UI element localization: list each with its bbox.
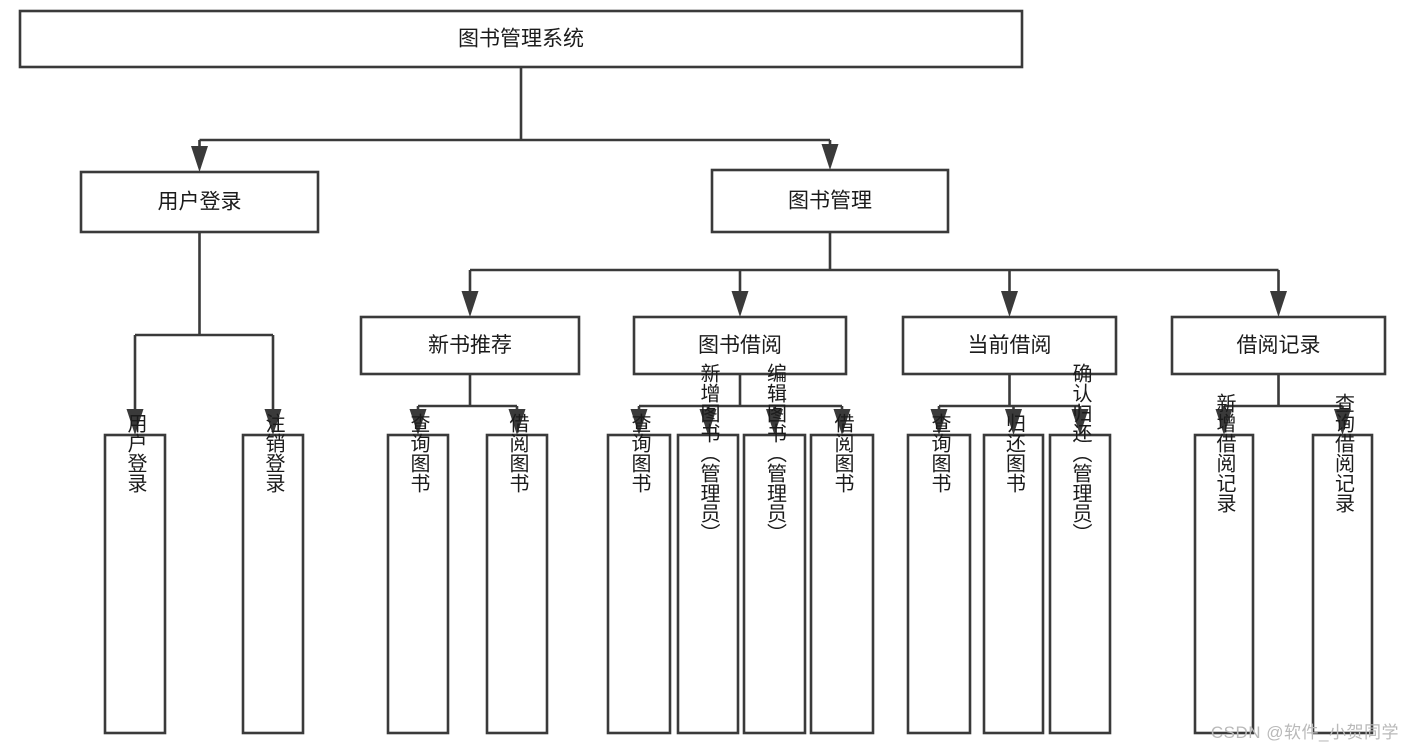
node-leaf-nb-query[interactable]: 查询图书	[386, 413, 450, 735]
node-leaf-cb-return[interactable]: 归还图书	[982, 413, 1045, 735]
node-leaf-bb-add[interactable]: 新增图书（管理员）	[676, 363, 740, 735]
node-l3-records[interactable]: 借阅记录	[1170, 315, 1387, 376]
node-leaf-nb-borrow[interactable]: 借阅图书	[485, 413, 549, 735]
node-label: 用户登录	[124, 413, 147, 493]
node-label: 新增借阅记录	[1213, 393, 1236, 513]
node-root[interactable]: 图书管理系统	[18, 9, 1024, 69]
node-label: 查询借阅记录	[1332, 393, 1355, 513]
node-leaf-bb-edit[interactable]: 编辑图书（管理员）	[742, 363, 807, 735]
arrow-head-icon	[126, 409, 144, 435]
node-l3-new-book[interactable]: 新书推荐	[359, 315, 581, 376]
arrow-head-icon	[1270, 291, 1287, 317]
node-l2-user-login[interactable]: 用户登录	[79, 170, 320, 234]
node-box[interactable]	[241, 433, 305, 735]
node-label: 注销登录	[262, 413, 285, 493]
node-box[interactable]	[1170, 315, 1387, 376]
node-leaf-user-login[interactable]: 用户登录	[103, 413, 167, 735]
node-leaf-cb-query[interactable]: 查询图书	[906, 413, 972, 735]
node-l3-borrow[interactable]: 图书借阅	[632, 315, 848, 376]
arrow-head-icon	[508, 409, 526, 435]
arrow-head-icon	[731, 291, 749, 317]
arrow-head-icon	[264, 409, 282, 435]
arrow-head-icon	[766, 409, 783, 435]
node-box[interactable]	[79, 170, 320, 234]
node-leaf-bb-query[interactable]: 查询图书	[606, 413, 672, 735]
arrow-head-icon	[1215, 409, 1233, 435]
arrow-head-icon	[1005, 409, 1022, 435]
node-box[interactable]	[103, 433, 167, 735]
node-box[interactable]	[742, 433, 807, 735]
node-label: 确认归还（管理员）	[1069, 363, 1092, 543]
node-leaf-bb-borrow[interactable]: 借阅图书	[809, 413, 875, 735]
node-l3-current[interactable]: 当前借阅	[901, 315, 1118, 376]
node-box[interactable]	[982, 433, 1045, 735]
node-label: 图书管理	[788, 190, 872, 213]
node-label: 新增图书（管理员）	[697, 363, 720, 543]
node-box[interactable]	[632, 315, 848, 376]
node-label: 用户登录	[158, 191, 242, 214]
edges-layer	[126, 67, 1351, 435]
node-box[interactable]	[809, 433, 875, 735]
arrow-head-icon	[409, 409, 427, 435]
node-box[interactable]	[485, 433, 549, 735]
node-leaf-rec-query[interactable]: 查询借阅记录	[1311, 393, 1374, 735]
node-box[interactable]	[710, 168, 950, 234]
node-box[interactable]	[18, 9, 1024, 69]
node-box[interactable]	[1311, 433, 1374, 735]
node-box[interactable]	[606, 433, 672, 735]
node-label: 图书管理系统	[458, 28, 584, 51]
node-label: 编辑图书（管理员）	[764, 363, 787, 543]
node-leaf-cb-confirm[interactable]: 确认归还（管理员）	[1048, 363, 1112, 735]
arrow-head-icon	[821, 144, 839, 170]
node-box[interactable]	[386, 433, 450, 735]
node-label: 新书推荐	[428, 334, 512, 357]
node-label: 借阅图书	[506, 413, 529, 493]
node-label: 查询图书	[407, 413, 430, 493]
node-label: 当前借阅	[968, 334, 1052, 357]
arrow-head-icon	[833, 409, 851, 435]
node-box[interactable]	[1193, 433, 1255, 735]
node-box[interactable]	[676, 433, 740, 735]
node-l2-book-manage[interactable]: 图书管理	[710, 168, 950, 234]
node-box[interactable]	[359, 315, 581, 376]
arrow-head-icon	[930, 409, 948, 435]
node-label: 查询图书	[628, 413, 651, 493]
node-label: 归还图书	[1003, 413, 1026, 493]
nodes-layer: 图书管理系统用户登录图书管理新书推荐图书借阅当前借阅借阅记录用户登录注销登录查询…	[18, 9, 1387, 735]
node-box[interactable]	[1048, 433, 1112, 735]
node-label: 图书借阅	[698, 334, 782, 357]
node-label: 借阅记录	[1237, 334, 1321, 357]
arrow-head-icon	[1334, 409, 1351, 435]
arrow-head-icon	[1071, 409, 1089, 435]
arrow-head-icon	[1001, 291, 1018, 317]
node-leaf-rec-add[interactable]: 新增借阅记录	[1193, 393, 1255, 735]
node-box[interactable]	[901, 315, 1118, 376]
node-leaf-user-logout[interactable]: 注销登录	[241, 413, 305, 735]
node-label: 借阅图书	[831, 413, 854, 493]
arrow-head-icon	[630, 409, 648, 435]
node-box[interactable]	[906, 433, 972, 735]
node-label: 查询图书	[928, 413, 951, 493]
arrow-head-icon	[461, 291, 479, 317]
arrow-head-icon	[191, 146, 208, 172]
arrow-head-icon	[699, 409, 717, 435]
